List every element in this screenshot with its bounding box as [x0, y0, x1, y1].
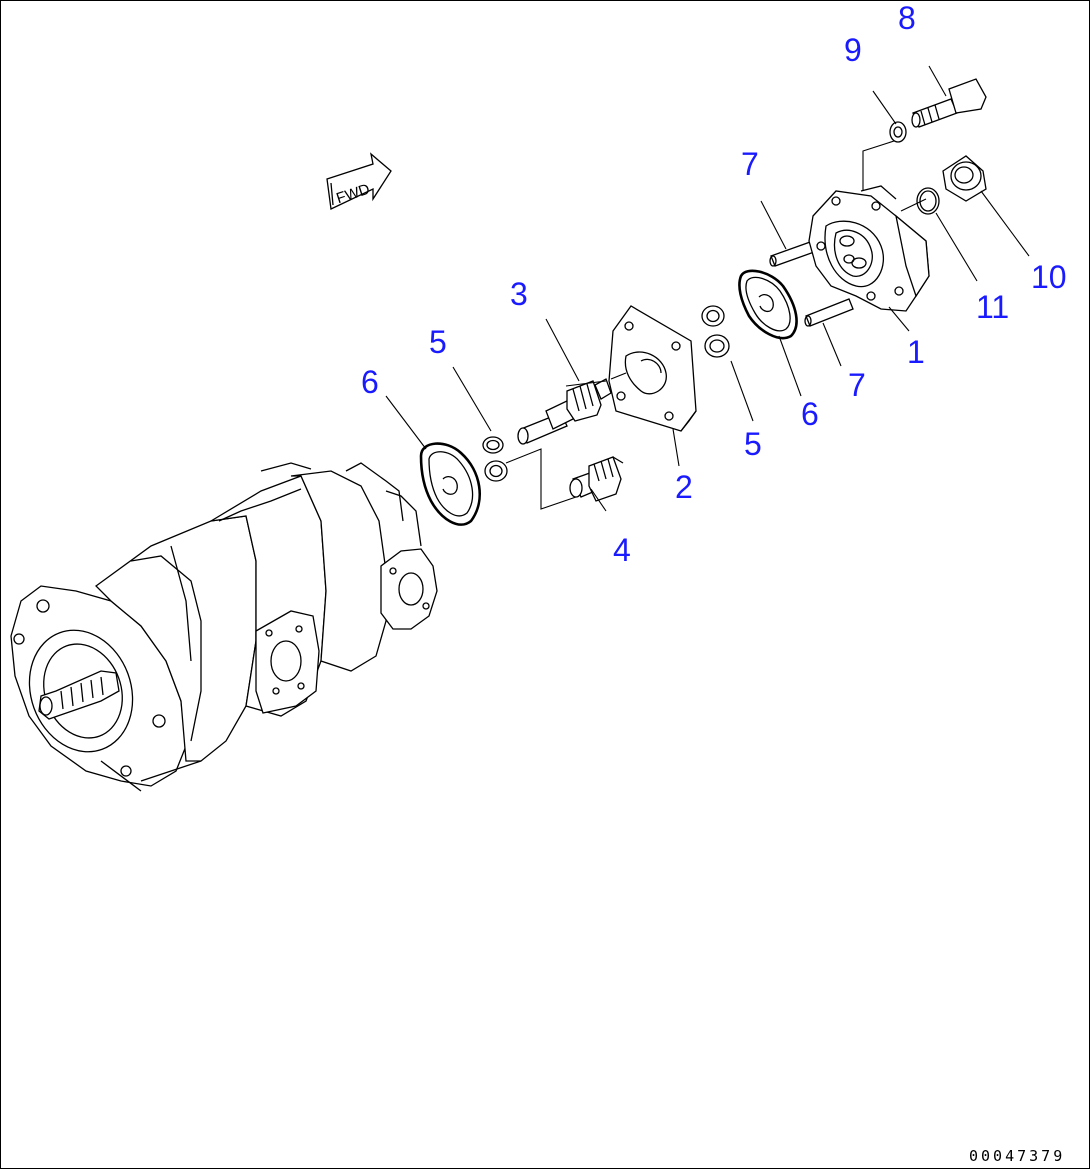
part-3-drive-shaft [517, 378, 612, 445]
callout-1: 1 [907, 334, 925, 370]
flange-bolt-hole [152, 714, 166, 728]
fwd-direction-marker: FWD [326, 152, 392, 210]
port-bolt [297, 682, 305, 690]
callout-2: 2 [675, 469, 693, 505]
part-11-o-ring [916, 187, 940, 215]
rear-port [398, 572, 424, 606]
part-4-driven-gear [569, 456, 624, 502]
callout-3: 3 [510, 276, 528, 312]
seal-ring-upper [482, 436, 504, 454]
part-5-seal-left [482, 436, 508, 482]
callout-7-lower: 7 [848, 367, 866, 403]
shaft-end [39, 696, 53, 716]
side-port [270, 640, 302, 682]
callout-6-left: 6 [361, 364, 379, 400]
part-1-end-cover [808, 185, 930, 312]
callout-labels: 1 2 3 4 5 5 6 6 7 7 8 9 10 11 [361, 1, 1067, 568]
flange-bolt [422, 602, 430, 610]
document-number: 00047379 [969, 1147, 1065, 1165]
part-9-washer [889, 121, 907, 143]
pump-body-rear [290, 470, 387, 672]
port-bolt [295, 625, 303, 633]
port-bolt [265, 629, 273, 637]
rear-port-flange [380, 548, 438, 630]
callout-8: 8 [898, 1, 916, 36]
part-6-gasket-right [738, 269, 798, 340]
shaft-splines [60, 676, 104, 710]
callout-5-right: 5 [744, 426, 762, 462]
port-bolt [272, 687, 280, 695]
leader-lines [385, 65, 1030, 512]
pump-assembly [10, 462, 438, 792]
flange-bolt-hole [36, 599, 50, 613]
body-ridge [345, 462, 404, 522]
part-6-gasket-left [419, 442, 482, 526]
flange-bolt-hole [120, 765, 132, 777]
part-2-center-plate [608, 305, 697, 432]
body-contour [170, 545, 192, 662]
flange-bolt-hole [13, 633, 25, 645]
callout-9: 9 [844, 32, 862, 68]
body-ridge [260, 462, 312, 472]
seal-ring-lower [484, 460, 508, 482]
callout-7-upper: 7 [741, 146, 759, 182]
body-ridge [218, 488, 302, 522]
part-7-dowel-pin-lower [804, 298, 854, 327]
callout-4: 4 [613, 532, 631, 568]
flange-bolt [389, 567, 397, 575]
callout-5-left: 5 [429, 324, 447, 360]
callout-10: 10 [1031, 259, 1067, 295]
callout-11: 11 [976, 289, 1009, 325]
callout-6-right: 6 [801, 396, 819, 432]
side-port-boss [255, 610, 320, 714]
part-8-bolt [911, 78, 987, 128]
part-5-seal-right [701, 305, 730, 358]
body-base [100, 760, 202, 792]
body-contour [130, 555, 202, 742]
part-10-plug [942, 155, 987, 202]
rear-body-edge [385, 490, 422, 547]
